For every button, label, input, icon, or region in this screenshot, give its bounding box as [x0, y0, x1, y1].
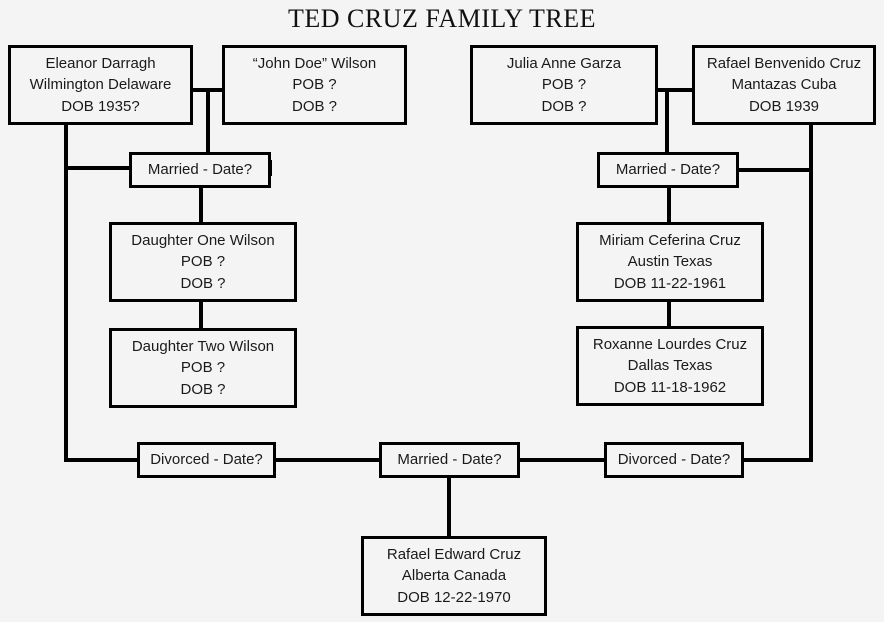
- node-line-3: DOB 11-18-1962: [613, 378, 727, 396]
- node-daughter-one-wilson[interactable]: Daughter One Wilson POB ? DOB ?: [109, 222, 297, 302]
- page-title: TED CRUZ FAMILY TREE: [287, 4, 597, 33]
- node-divorced-left[interactable]: Divorced - Date?: [137, 442, 276, 478]
- node-julia-anne-garza[interactable]: Julia Anne Garza POB ? DOB ?: [470, 45, 658, 125]
- edge-eleanor-to-marriedleft: [64, 166, 134, 170]
- edge-miriam-to-roxanne: [667, 300, 671, 328]
- node-line-1: “John Doe” Wilson: [252, 55, 377, 73]
- node-line-2: Austin Texas: [627, 253, 713, 271]
- node-miriam-ceferina-cruz[interactable]: Miriam Ceferina Cruz Austin Texas DOB 11…: [576, 222, 764, 302]
- node-line-3: DOB ?: [291, 97, 337, 115]
- node-married-left[interactable]: Married - Date?: [129, 152, 271, 188]
- node-line-2: Mantazas Cuba: [731, 76, 837, 94]
- node-line-1: Julia Anne Garza: [506, 55, 622, 73]
- node-line-1: Married - Date?: [397, 451, 502, 469]
- edge-marriedmid-to-divorcedright: [516, 458, 608, 462]
- edge-rafaelb-down: [809, 122, 813, 462]
- node-line-1: Daughter One Wilson: [131, 232, 275, 250]
- node-line-1: Married - Date?: [615, 161, 721, 179]
- node-rafael-edward-cruz[interactable]: Rafael Edward Cruz Alberta Canada DOB 12…: [361, 536, 547, 616]
- node-line-2: POB ?: [292, 76, 337, 94]
- edge-daughterone-to-daughtertwo: [199, 300, 203, 330]
- node-line-3: DOB 1935?: [61, 97, 140, 115]
- node-line-3: DOB ?: [541, 97, 587, 115]
- edge-eleanor-johndoe-bar: [190, 88, 240, 92]
- node-line-2: POB ?: [541, 76, 587, 94]
- node-line-1: Divorced - Date?: [617, 451, 731, 469]
- node-married-right[interactable]: Married - Date?: [597, 152, 739, 188]
- edge-spousebar-to-marriedright: [665, 88, 669, 152]
- node-line-3: DOB ?: [180, 274, 226, 292]
- node-line-1: Roxanne Lourdes Cruz: [592, 336, 748, 354]
- node-line-2: Dallas Texas: [627, 357, 713, 375]
- edge-rafaelb-to-divorcedright: [741, 458, 813, 462]
- edge-rafaelb-to-marriedright: [736, 168, 813, 172]
- node-line-3: DOB 11-22-1961: [613, 274, 727, 292]
- edge-marriedright-to-miriam: [667, 186, 671, 224]
- node-line-2: Alberta Canada: [401, 567, 507, 585]
- edge-divorcedleft-to-marriedmid: [272, 458, 384, 462]
- node-roxanne-lourdes-cruz[interactable]: Roxanne Lourdes Cruz Dallas Texas DOB 11…: [576, 326, 764, 406]
- node-line-1: Rafael Edward Cruz: [386, 546, 522, 564]
- node-john-doe-wilson[interactable]: “John Doe” Wilson POB ? DOB ?: [222, 45, 407, 125]
- node-divorced-right[interactable]: Divorced - Date?: [604, 442, 744, 478]
- node-line-2: POB ?: [180, 359, 226, 377]
- node-line-1: Divorced - Date?: [150, 451, 263, 469]
- node-line-3: DOB 12-22-1970: [397, 588, 511, 606]
- node-line-1: Daughter Two Wilson: [131, 338, 275, 356]
- node-eleanor-darragh[interactable]: Eleanor Darragh Wilmington Delaware DOB …: [8, 45, 193, 125]
- node-line-3: DOB ?: [180, 380, 226, 398]
- node-line-3: DOB 1939: [748, 97, 820, 115]
- node-rafael-benvenido-cruz[interactable]: Rafael Benvenido Cruz Mantazas Cuba DOB …: [692, 45, 876, 125]
- node-daughter-two-wilson[interactable]: Daughter Two Wilson POB ? DOB ?: [109, 328, 297, 408]
- edge-spousebar-to-marriedleft: [206, 88, 210, 152]
- edge-eleanor-to-divorcedleft: [64, 458, 140, 462]
- node-line-2: POB ?: [180, 253, 226, 271]
- node-line-2: Wilmington Delaware: [29, 76, 172, 94]
- edge-marriedmid-to-ted: [447, 476, 451, 538]
- edge-marriedleft-to-daughterone: [199, 186, 203, 224]
- node-line-1: Married - Date?: [147, 161, 253, 179]
- edge-julia-rafaelb-bar: [655, 88, 695, 92]
- node-married-mid[interactable]: Married - Date?: [379, 442, 520, 478]
- node-line-1: Rafael Benvenido Cruz: [706, 55, 862, 73]
- node-line-1: Miriam Ceferina Cruz: [599, 232, 741, 250]
- node-line-1: Eleanor Darragh: [45, 55, 156, 73]
- edge-eleanor-down: [64, 122, 68, 462]
